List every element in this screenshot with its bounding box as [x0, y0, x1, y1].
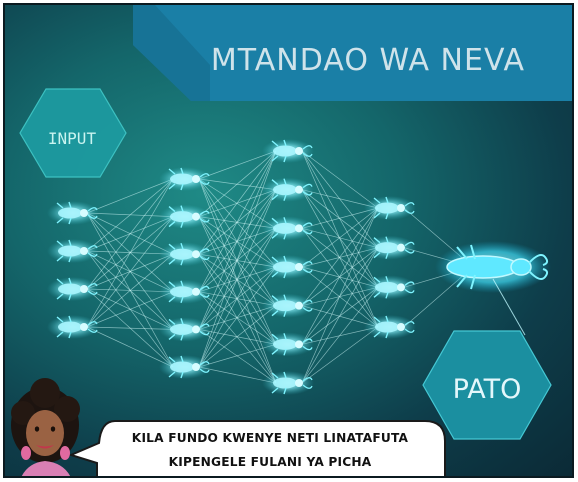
- connection-line: [86, 216, 174, 328]
- bug-node-icon: [159, 317, 211, 342]
- bug-node-icon: [262, 216, 314, 241]
- bug-node-icon: [159, 204, 211, 229]
- bug-node-icon: [159, 167, 211, 191]
- connection-line: [198, 216, 277, 268]
- bug-node-icon: [47, 239, 99, 263]
- connection-line: [86, 178, 174, 214]
- bug-node-icon: [364, 275, 416, 300]
- connection-line: [301, 228, 379, 288]
- network-nodes: [47, 139, 416, 395]
- input-label: INPUT: [48, 129, 97, 148]
- connection-line: [198, 329, 277, 384]
- bug-node-icon: [364, 235, 416, 260]
- connection-line: [301, 207, 379, 306]
- output-label: PATO: [453, 374, 522, 405]
- connection-line: [198, 150, 277, 255]
- connection-line: [198, 305, 277, 368]
- bug-node-icon: [262, 177, 314, 202]
- connection-line: [198, 150, 277, 180]
- bug-node-icon: [262, 293, 314, 318]
- connection-line: [301, 150, 379, 209]
- connection-line: [198, 291, 277, 345]
- diagram-title: MTANDAO WA NEVA: [211, 43, 525, 78]
- connection-line: [198, 291, 277, 384]
- comic-panel: MTANDAO WA NEVA INPUT PATO: [3, 3, 574, 478]
- connection-line: [198, 189, 277, 368]
- bug-node-icon: [47, 315, 99, 339]
- connection-line: [301, 150, 379, 288]
- connection-line: [301, 228, 379, 328]
- connection-line: [86, 326, 174, 330]
- connection-line: [301, 189, 379, 328]
- connection-line: [301, 266, 379, 328]
- neural-network-diagram: MTANDAO WA NEVA INPUT PATO: [11, 5, 572, 476]
- connection-line: [198, 228, 277, 368]
- bug-node-icon: [159, 242, 211, 267]
- connection-line: [86, 291, 174, 328]
- connection-line: [198, 150, 277, 217]
- connection-line: [198, 343, 277, 368]
- connection-line: [198, 178, 277, 268]
- input-hexagon: [19, 88, 127, 178]
- output-node: [435, 241, 551, 293]
- connection-line: [198, 150, 277, 292]
- bug-node-icon: [159, 355, 211, 379]
- output-hexagon: [422, 330, 552, 440]
- connection-line: [198, 253, 277, 306]
- bug-node-icon: [262, 371, 314, 395]
- connection-line: [198, 253, 277, 345]
- speech-line-2: KIPENGELE FULANI YA PICHA: [168, 455, 372, 469]
- speech-bubble: [68, 420, 446, 476]
- connection-line: [301, 207, 379, 268]
- connection-line: [198, 254, 277, 384]
- connection-line: [198, 266, 277, 368]
- bug-node-icon: [47, 277, 99, 301]
- connection-line: [198, 178, 277, 229]
- connection-line: [86, 253, 174, 328]
- connection-line: [301, 207, 379, 384]
- connection-line: [198, 216, 277, 306]
- bug-node-icon: [364, 196, 416, 220]
- bug-node-icon: [262, 139, 314, 163]
- connection-line: [198, 150, 277, 330]
- connection-line: [301, 150, 379, 248]
- connection-line: [301, 207, 379, 345]
- connection-line: [86, 178, 174, 290]
- connection-line: [301, 326, 379, 384]
- speech-bubble-text: KILA FUNDO KWENYE NETI LINATAFUTA KIPENG…: [97, 417, 443, 476]
- connection-line: [86, 178, 174, 328]
- connection-line: [86, 326, 174, 368]
- connection-line: [198, 216, 277, 345]
- woman-avatar: [11, 378, 80, 476]
- connection-line: [301, 287, 379, 384]
- bug-node-icon: [364, 315, 416, 339]
- connection-line: [301, 189, 379, 288]
- bug-node-icon: [262, 332, 314, 357]
- bug-node-icon: [159, 279, 211, 304]
- connection-line: [198, 178, 277, 306]
- connection-line: [86, 178, 174, 252]
- speech-line-1: KILA FUNDO KWENYE NETI LINATAFUTA: [131, 431, 409, 445]
- title-banner: [133, 5, 572, 101]
- connection-line: [301, 247, 379, 384]
- bug-node-icon: [47, 201, 99, 225]
- bug-node-icon: [262, 255, 314, 279]
